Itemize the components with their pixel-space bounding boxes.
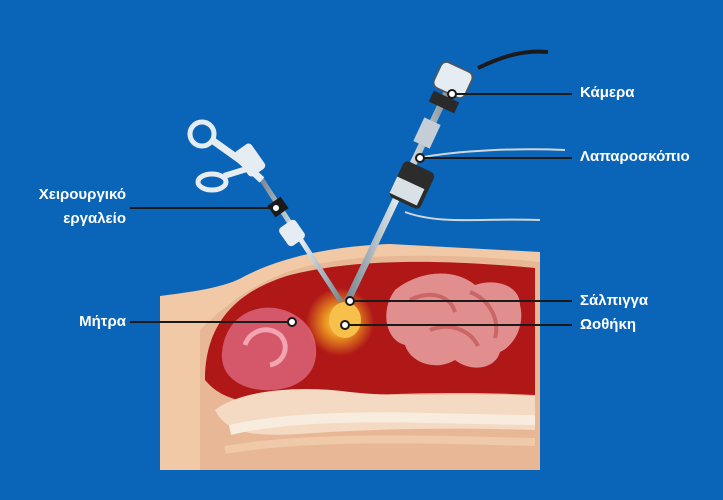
ovary-label: Ωοθήκη — [580, 316, 636, 333]
fallopian-tube-pointer-dot — [345, 296, 355, 306]
laparoscope-label: Λαπαροσκόπιο — [580, 148, 690, 165]
laparoscope-icon — [344, 61, 474, 304]
body-cross-section — [160, 244, 540, 470]
leader-lines — [130, 93, 572, 326]
ovary-pointer-dot — [340, 320, 350, 330]
uterus-pointer-dot — [287, 317, 297, 327]
uterus-shape — [221, 307, 317, 391]
surgical-tool-pointer-dot — [271, 203, 281, 213]
camera-cable — [477, 49, 549, 70]
uterus-label: Μήτρα — [79, 313, 126, 330]
camera-pointer-dot — [447, 89, 457, 99]
camera-label: Κάμερα — [580, 84, 635, 101]
fallopian-tube-label: Σάλπιγγα — [580, 292, 649, 309]
surgical-tool-label-line1: Χειρουργικό — [38, 186, 126, 203]
grasper-icon — [187, 119, 343, 303]
laparoscope-pointer-dot — [415, 153, 425, 163]
surgical-tool-label-line2: εργαλείο — [63, 210, 126, 227]
